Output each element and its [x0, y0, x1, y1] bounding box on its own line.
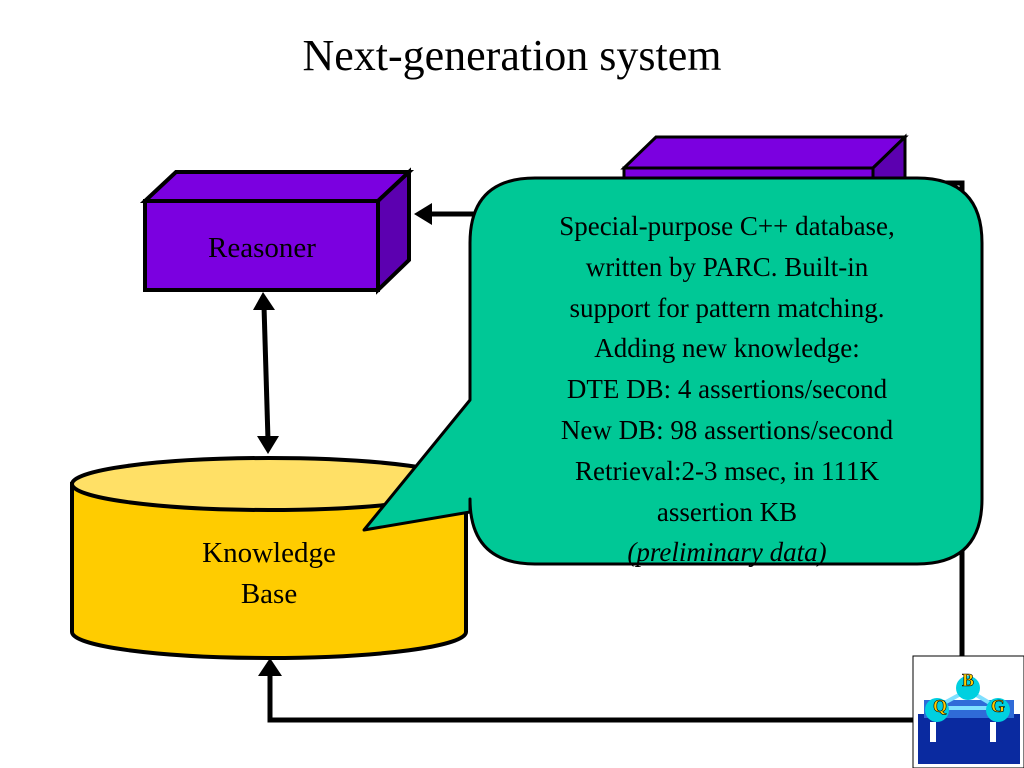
callout-footnote: (preliminary data): [627, 537, 827, 568]
callout-line: DTE DB: 4 assertions/second: [566, 374, 888, 405]
callout-line: Special-purpose C++ database,: [559, 211, 895, 241]
callout-line: Retrieval:2-3 msec, in 111K: [575, 455, 879, 486]
logo-letter-b: B: [962, 670, 974, 690]
kb-label-line2: Base: [241, 578, 297, 610]
callout-line: written by PARC. Built-in: [585, 251, 869, 282]
logo-letter-q: Q: [933, 696, 947, 716]
callout-line: assertion KB: [656, 496, 798, 527]
qrg-logo-icon: B Q G: [912, 655, 1024, 768]
slide-title: Next-generation system: [302, 31, 722, 80]
callout-bubble: [362, 176, 984, 566]
reasoner-label: Reasoner: [208, 232, 316, 264]
callout-line: Adding new knowledge:: [594, 333, 860, 364]
callout-line: New DB: 98 assertions/second: [560, 414, 894, 445]
kb-label-line1: Knowledge: [202, 537, 336, 569]
reasoner-kb-arrow: [253, 292, 279, 454]
callout-line: support for pattern matching.: [569, 292, 885, 323]
logo-letter-g: G: [991, 696, 1005, 716]
reasoner-box: Reasoner: [139, 167, 415, 295]
callout-text: Special-purpose C++ database, written by…: [480, 206, 974, 576]
